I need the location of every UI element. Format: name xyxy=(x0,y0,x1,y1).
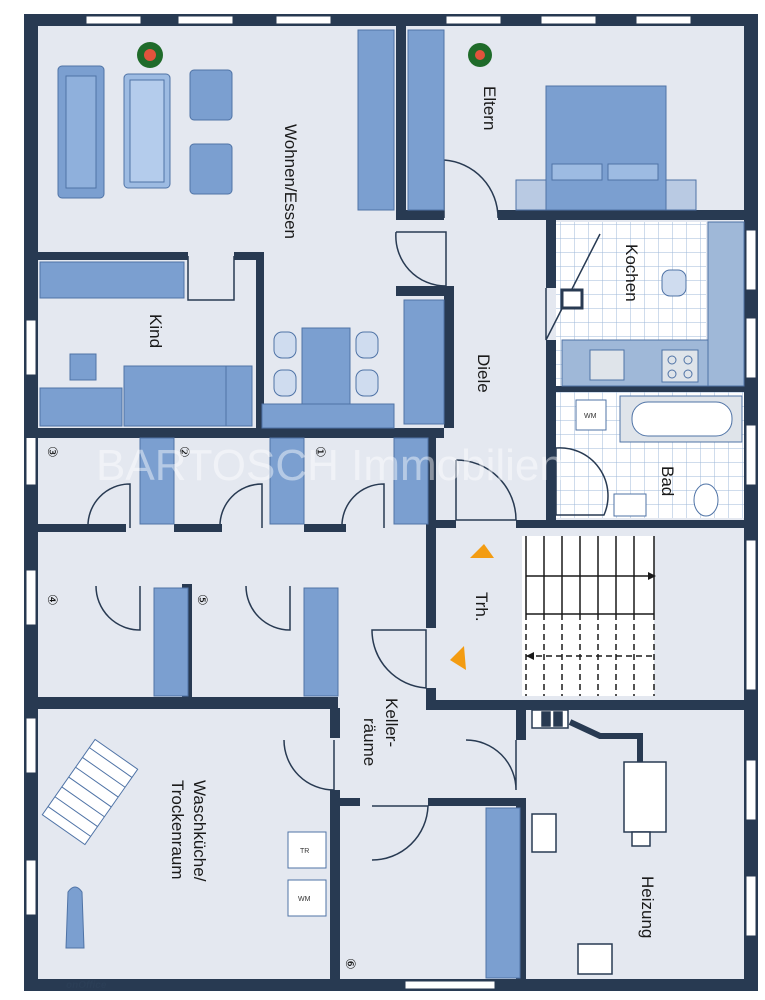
room-label-diele: Diele xyxy=(474,354,493,393)
room-label-bad: Bad xyxy=(658,466,677,496)
bed xyxy=(515,85,697,211)
storage-number-5: ⑤ xyxy=(194,594,209,606)
room-label-wohnen: Wohnen/Essen xyxy=(281,124,300,239)
room-label-wasch-2: Trockenraum xyxy=(168,780,187,880)
room-label-eltern: Eltern xyxy=(480,86,499,130)
storage-cabinets xyxy=(139,437,521,979)
staircase xyxy=(522,536,655,696)
wm-label-laundry: WM xyxy=(298,896,311,903)
storage-number-2: ② xyxy=(176,446,191,458)
room-label-trh: Trh. xyxy=(472,592,491,622)
storage-number-1: ① xyxy=(312,446,327,458)
living-furniture xyxy=(39,29,445,429)
room-label-wasch-1: Waschküche/ xyxy=(190,780,209,882)
room-label-keller-2: räume xyxy=(360,718,379,766)
room-label-keller-1: Keller- xyxy=(382,698,401,747)
plant-icon xyxy=(137,42,492,68)
wm-label-bath: WM xyxy=(584,413,597,420)
kitchen-furniture xyxy=(560,221,745,387)
tr-label: TR xyxy=(300,848,309,855)
dining-chairs xyxy=(273,331,379,397)
storage-number-3: ③ xyxy=(44,446,59,458)
watermark: BARTOSCH Immobilien xyxy=(96,441,564,490)
room-label-kind: Kind xyxy=(146,314,165,348)
laundry-furniture xyxy=(41,738,327,949)
storage-number-4: ④ xyxy=(44,594,59,606)
stair-direction-arrows xyxy=(450,544,656,670)
onoffice-logo: onOffice xyxy=(66,980,107,991)
interior-walls xyxy=(24,24,756,990)
door-swings xyxy=(87,159,609,861)
bath-furniture xyxy=(575,395,743,517)
room-label-kochen: Kochen xyxy=(622,244,641,302)
heating-furniture xyxy=(531,709,667,975)
windows xyxy=(25,15,757,990)
room-label-heizung: Heizung xyxy=(638,876,657,938)
storage-number-6: ⑥ xyxy=(342,958,357,970)
